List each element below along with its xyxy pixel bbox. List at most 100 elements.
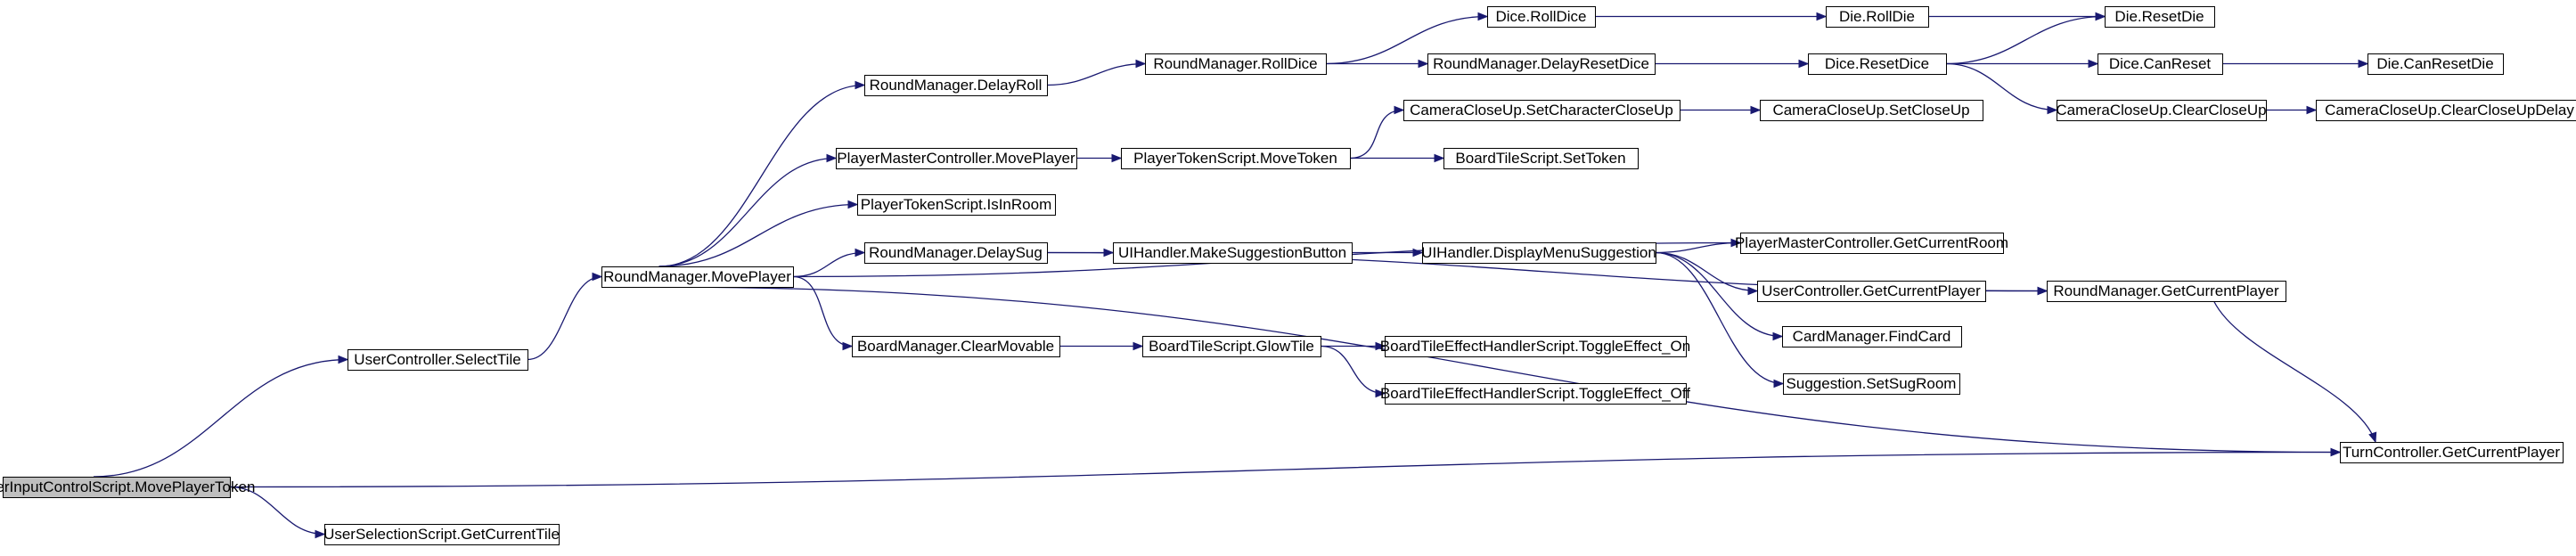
arrowhead-n22-n28 (2096, 13, 2105, 20)
arrowhead-n14-n21 (1817, 13, 1826, 20)
node-label: Dice.ResetDice (1825, 55, 1929, 72)
node-n6[interactable]: PlayerMasterController.MovePlayer (837, 149, 1077, 169)
edge-n5-n10 (1047, 64, 1145, 86)
node-label: PlayerMasterController.GetCurrentRoom (1735, 234, 2008, 251)
arrowhead-n15-n22 (1799, 61, 1808, 68)
node-n8[interactable]: RoundManager.DelaySug (865, 243, 1048, 264)
arrowhead-n4-n8 (855, 249, 864, 257)
node-n4[interactable]: RoundManager.MovePlayer (602, 267, 794, 288)
node-n33[interactable]: CameraCloseUp.ClearCloseUpDelay (2317, 101, 2576, 121)
node-label: CameraCloseUp.SetCharacterCloseUp (1410, 102, 1673, 119)
node-n31[interactable]: RoundManager.GetCurrentPlayer (2048, 282, 2286, 302)
edge-n0-n3 (230, 453, 2340, 487)
node-label: RoundManager.MovePlayer (603, 268, 791, 285)
arrowhead-n30-n33 (2307, 107, 2316, 114)
node-n26[interactable]: CardManager.FindCard (1783, 327, 1962, 348)
node-label: Suggestion.SetSugRoom (1787, 375, 1957, 392)
edge-n0-n1 (94, 360, 348, 478)
node-label: UIHandler.MakeSuggestionButton (1118, 244, 1346, 261)
arrowhead-n10-n14 (1478, 13, 1487, 20)
node-label: BoardTileEffectHandlerScript.ToggleEffec… (1380, 385, 1690, 402)
edge-n13-n20 (1321, 347, 1385, 394)
node-n24[interactable]: PlayerMasterController.GetCurrentRoom (1735, 233, 2008, 254)
node-label: CameraCloseUp.SetCloseUp (1772, 102, 1969, 119)
arrowhead-n4-n6 (827, 155, 836, 162)
arrowhead-n4-n9 (843, 343, 852, 350)
edge-n4-n7 (659, 205, 858, 267)
arrowhead-n4-n5 (855, 82, 864, 89)
arrowhead-n18-n25 (1748, 288, 1757, 295)
node-n16[interactable]: CameraCloseUp.SetCharacterCloseUp (1404, 101, 1681, 121)
node-label: PlayerMasterController.MovePlayer (837, 150, 1075, 167)
node-n3[interactable]: TurnController.GetCurrentPlayer (2341, 443, 2564, 463)
node-n22[interactable]: Dice.ResetDice (1809, 54, 1947, 75)
node-n13[interactable]: BoardTileScript.GlowTile (1143, 337, 1321, 357)
node-label: BoardTileScript.SetToken (1455, 150, 1625, 167)
edge-n18-n25 (1656, 253, 1757, 291)
node-n10[interactable]: RoundManager.RollDice (1146, 54, 1327, 75)
arrowhead-n18-n26 (1773, 333, 1782, 340)
node-n28[interactable]: Die.ResetDie (2106, 7, 2215, 28)
node-label: PlayerTokenScript.IsInRoom (861, 196, 1051, 213)
arrowhead-n25-n31 (2038, 288, 2047, 295)
edge-n4-n5 (659, 86, 865, 267)
edge-n4-n3 (659, 287, 2341, 453)
edge-n4-n9 (793, 277, 852, 347)
node-n7[interactable]: PlayerTokenScript.IsInRoom (858, 195, 1056, 216)
arrowhead-n0-n1 (339, 356, 348, 364)
arrowhead-n4-n3 (2331, 449, 2340, 456)
node-label: BoardTileScript.GlowTile (1149, 338, 1314, 355)
arrowhead-n11-n17 (1435, 155, 1443, 162)
node-n5[interactable]: RoundManager.DelayRoll (865, 76, 1048, 96)
node-label: Die.RollDie (1839, 8, 1915, 25)
arrowhead-n5-n10 (1136, 61, 1145, 68)
node-label: UserController.GetCurrentPlayer (1762, 282, 1981, 299)
node-n14[interactable]: Dice.RollDice (1488, 7, 1596, 28)
arrowhead-n9-n13 (1133, 343, 1142, 350)
node-n17[interactable]: BoardTileScript.SetToken (1444, 149, 1639, 169)
node-label: Die.CanResetDie (2376, 55, 2493, 72)
node-n12[interactable]: UIHandler.MakeSuggestionButton (1114, 243, 1353, 264)
node-n0[interactable]: UserInputControlScript.MovePlayerToken (0, 478, 255, 498)
node-n23[interactable]: CameraCloseUp.SetCloseUp (1761, 101, 1983, 121)
edge-n31-n3 (2214, 301, 2376, 442)
node-n32[interactable]: Die.CanResetDie (2368, 54, 2504, 75)
node-n19[interactable]: BoardTileEffectHandlerScript.ToggleEffec… (1380, 337, 1690, 357)
node-n11[interactable]: PlayerTokenScript.MoveToken (1122, 149, 1351, 169)
node-label: UserInputControlScript.MovePlayerToken (0, 478, 255, 495)
node-label: TurnController.GetCurrentPlayer (2343, 444, 2560, 461)
node-label: CameraCloseUp.ClearCloseUp (2056, 102, 2266, 119)
edge-n11-n16 (1350, 110, 1403, 159)
node-label: BoardTileEffectHandlerScript.ToggleEffec… (1380, 338, 1690, 355)
nodes-layer: UserInputControlScript.MovePlayerTokenUs… (0, 7, 2576, 545)
node-label: UIHandler.DisplayMenuSuggestion (1421, 244, 1656, 261)
node-label: RoundManager.RollDice (1153, 55, 1317, 72)
node-n15[interactable]: RoundManager.DelayResetDice (1428, 54, 1656, 75)
arrowhead-n1-n4 (593, 274, 601, 281)
edges-layer (94, 13, 2376, 538)
node-n30[interactable]: CameraCloseUp.ClearCloseUp (2056, 101, 2266, 121)
node-n21[interactable]: Die.RollDie (1827, 7, 1929, 28)
arrowhead-n18-n27 (1774, 380, 1783, 388)
node-label: UserController.SelectTile (354, 351, 520, 368)
edge-n18-n24 (1656, 243, 1740, 253)
arrowhead-n11-n16 (1394, 107, 1403, 114)
node-label: RoundManager.DelaySug (869, 244, 1043, 261)
node-n29[interactable]: Dice.CanReset (2098, 54, 2223, 75)
node-n25[interactable]: UserController.GetCurrentPlayer (1758, 282, 1986, 302)
node-label: RoundManager.GetCurrentPlayer (2053, 282, 2279, 299)
node-label: RoundManager.DelayRoll (870, 77, 1043, 94)
edge-n1-n4 (527, 277, 601, 360)
node-n9[interactable]: BoardManager.ClearMovable (853, 337, 1060, 357)
node-n20[interactable]: BoardTileEffectHandlerScript.ToggleEffec… (1380, 384, 1690, 405)
node-label: PlayerTokenScript.MoveToken (1133, 150, 1337, 167)
node-n2[interactable]: UserSelectionScript.GetCurrentTile (323, 525, 560, 545)
arrowhead-n10-n15 (1419, 61, 1427, 68)
node-label: Die.ResetDie (2114, 8, 2204, 25)
node-n1[interactable]: UserController.SelectTile (348, 350, 528, 371)
arrowhead-n29-n32 (2359, 61, 2367, 68)
node-n18[interactable]: UIHandler.DisplayMenuSuggestion (1421, 243, 1656, 264)
node-n27[interactable]: Suggestion.SetSugRoom (1784, 374, 1960, 395)
